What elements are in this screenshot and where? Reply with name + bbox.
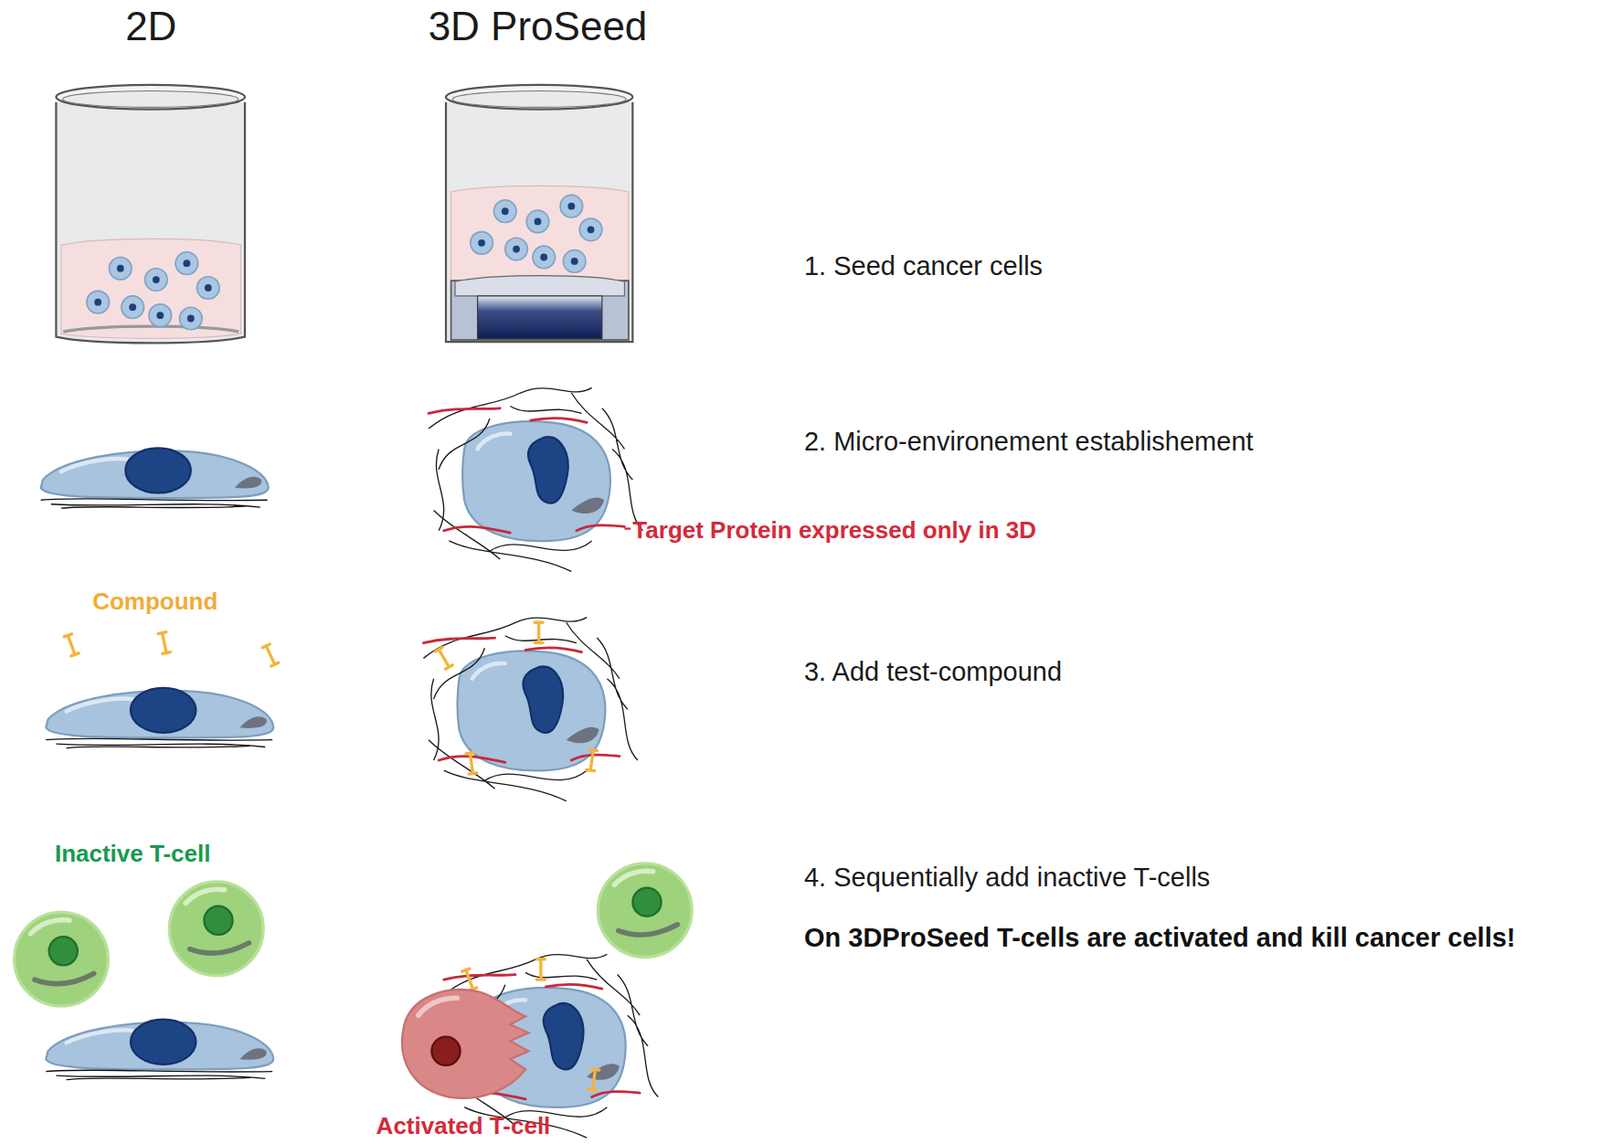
well-2d — [55, 84, 245, 344]
column-heading: 2D — [125, 3, 177, 51]
step-text: 1. Seed cancer cells — [804, 251, 1043, 282]
step-text: 4. Sequentially add inactive T-cells — [804, 862, 1210, 893]
conclusion-text: On 3DProSeed T-cells are activated and k… — [804, 922, 1516, 954]
callout-label: Target Protein expressed only in 3D — [632, 517, 1037, 545]
callout-label: Activated T-cell — [376, 1112, 551, 1141]
well-3d-proseed — [445, 84, 633, 342]
column-heading: 3D ProSeed — [428, 3, 648, 51]
callout-label: Compound — [92, 588, 218, 616]
activated-t-cell — [402, 989, 529, 1099]
pointer — [624, 527, 631, 530]
step-text: 2. Micro-environement establishement — [804, 426, 1254, 457]
callout-label: Inactive T-cell — [54, 840, 212, 869]
step-text: 3. Add test-compound — [804, 656, 1062, 688]
row3-cells — [45, 617, 638, 802]
row4-cells — [14, 863, 692, 1138]
row2-cells — [41, 387, 644, 572]
